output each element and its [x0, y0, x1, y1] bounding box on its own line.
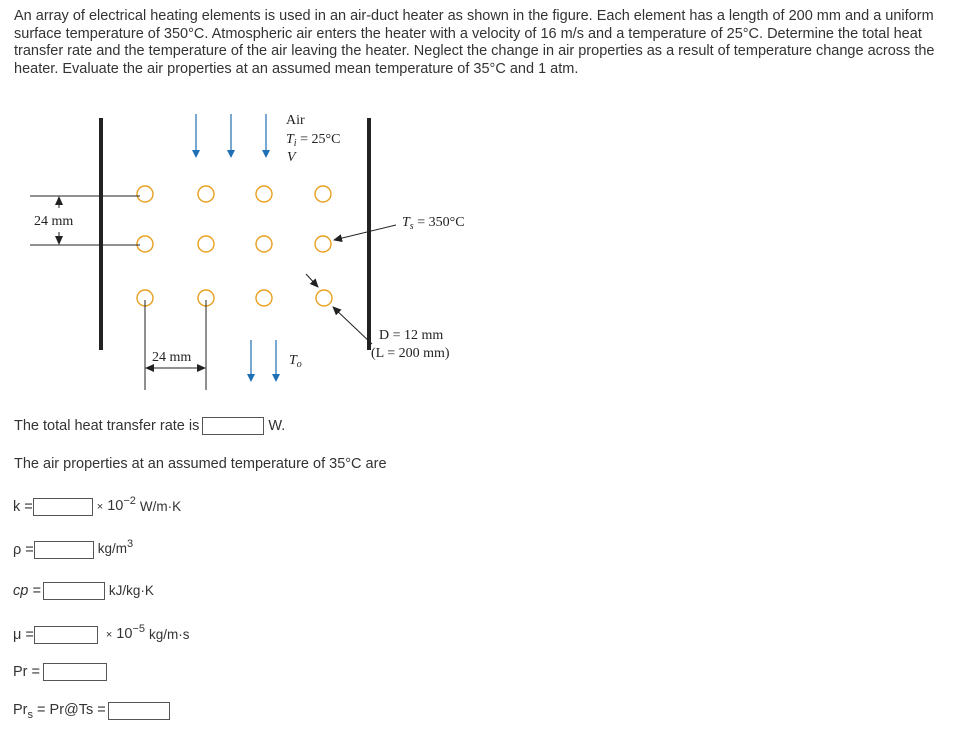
mu-multiplier: ×10−5: [105, 623, 145, 642]
diameter-label: D = 12 mm: [379, 328, 443, 343]
inlet-flow-arrows: [192, 114, 270, 158]
duct-wall-left: [99, 118, 103, 350]
mu-row: μ = ×10−5 kg/m·s: [13, 623, 190, 645]
heat-rate-row: The total heat transfer rate is W.: [14, 416, 285, 436]
air-label: Air: [286, 113, 305, 128]
heater-figure: Air Ti = 25°C V 24 mm 24 mm To Ts = 350°…: [30, 113, 465, 390]
properties-intro-text: The air properties at an assumed tempera…: [14, 456, 387, 472]
prs-row: Prs = Pr@Ts =: [13, 700, 170, 721]
pr-row: Pr =: [13, 662, 107, 682]
k-multiplier: ×10−2: [96, 495, 136, 514]
heat-rate-unit: W.: [268, 418, 286, 434]
outlet-temperature-label: To: [289, 353, 302, 370]
mu-unit: kg/m·s: [148, 626, 190, 642]
heating-element: [314, 235, 332, 253]
cp-unit: kJ/kg·K: [108, 583, 154, 598]
heat-rate-prompt: The total heat transfer rate is: [14, 418, 200, 434]
heating-element: [136, 235, 154, 253]
properties-intro: The air properties at an assumed tempera…: [14, 454, 387, 474]
rho-row: ρ = kg/m3: [13, 538, 134, 560]
outlet-flow-arrows: [247, 340, 280, 382]
heating-element: [255, 289, 273, 307]
cp-label: cp =: [13, 583, 41, 599]
mu-label: μ =: [13, 626, 34, 643]
heating-element: [315, 289, 333, 307]
rho-input[interactable]: [33, 540, 94, 559]
inlet-temperature-label: Ti = 25°C: [286, 132, 340, 149]
heating-element: [197, 235, 215, 253]
duct-wall-right: [367, 118, 371, 350]
prs-input[interactable]: [107, 701, 170, 720]
vertical-spacing-dimension: 24 mm: [30, 195, 140, 246]
heating-element-array: [136, 185, 333, 307]
heating-element: [136, 185, 154, 203]
pr-input[interactable]: [43, 663, 107, 681]
cp-row: cp = kJ/kg·K: [13, 581, 154, 601]
heating-element: [255, 185, 273, 203]
prs-label: Prs = Pr@Ts =: [13, 702, 106, 721]
k-input[interactable]: [32, 497, 93, 516]
heat-rate-input[interactable]: [202, 417, 265, 435]
surface-temperature-callout: Ts = 350°C: [333, 215, 465, 243]
heating-element: [255, 235, 273, 253]
vertical-spacing-label: 24 mm: [34, 214, 73, 229]
mu-input[interactable]: [33, 625, 98, 644]
problem-statement: An array of electrical heating elements …: [14, 8, 935, 77]
k-row: k = ×10−2 W/m·K: [13, 495, 182, 517]
surface-temperature-label: Ts = 350°C: [402, 215, 465, 232]
length-label: (L = 200 mm): [371, 346, 450, 361]
diameter-callout: D = 12 mm (L = 200 mm): [305, 273, 450, 361]
pr-label: Pr =: [13, 664, 40, 680]
horizontal-spacing-dimension: 24 mm: [144, 300, 207, 390]
cp-input[interactable]: [42, 582, 105, 600]
k-unit: W/m·K: [139, 498, 182, 514]
k-label: k =: [13, 498, 33, 515]
rho-unit: kg/m3: [97, 538, 134, 556]
horizontal-spacing-label: 24 mm: [152, 350, 191, 365]
velocity-label: V: [287, 150, 297, 165]
heating-element: [197, 185, 215, 203]
rho-label: ρ =: [13, 541, 34, 558]
heating-element: [314, 185, 332, 203]
